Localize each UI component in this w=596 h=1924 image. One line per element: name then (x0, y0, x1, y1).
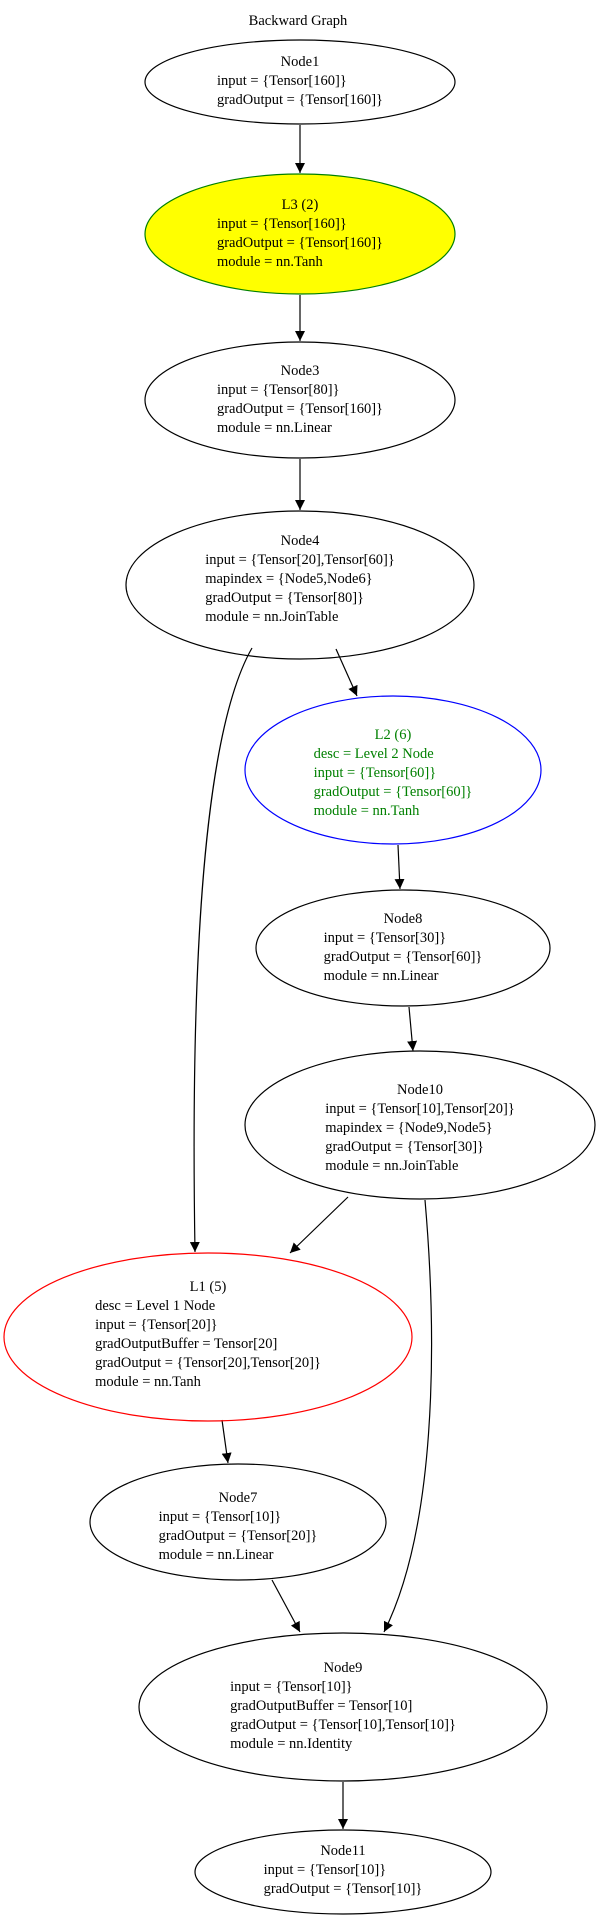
edge-node7-to-node9 (271, 1579, 301, 1633)
node-attribute-line: gradOutput = {Tensor[80]} (205, 590, 364, 606)
node-title: Node3 (281, 363, 320, 379)
node-attribute-line: gradOutputBuffer = Tensor[20] (95, 1336, 277, 1352)
graph-node-node10: Node10 input = {Tensor[10],Tensor[20]} map… (244, 1050, 596, 1200)
graph-node-node1: Node1 input = {Tensor[160]} gradOutput = {… (144, 39, 456, 125)
node-attribute-line: input = {Tensor[60]} (314, 765, 437, 781)
edge-l2-to-node8 (394, 844, 405, 890)
node-attribute-line: gradOutput = {Tensor[160]} (217, 92, 383, 108)
node-title: Node10 (397, 1082, 443, 1098)
node-attribute-line: gradOutput = {Tensor[10],Tensor[10]} (230, 1717, 456, 1733)
node-title: L3 (2) (282, 197, 319, 213)
node-shape-l3 (144, 173, 456, 295)
node-title: Node8 (384, 911, 423, 927)
node-attribute-line: gradOutput = {Tensor[20]} (159, 1528, 318, 1544)
node-title: L2 (6) (375, 727, 412, 743)
graph-node-node4: Node4 input = {Tensor[20],Tensor[60]} mapi… (125, 510, 475, 660)
node-attribute-line: input = {Tensor[30]} (324, 930, 447, 946)
node-attribute-line: gradOutput = {Tensor[60]} (314, 784, 473, 800)
node-attribute-line: input = {Tensor[10],Tensor[20]} (325, 1101, 515, 1117)
node-attribute-line: input = {Tensor[160]} (217, 216, 347, 232)
node-shape-node1 (144, 39, 456, 125)
node-title: Node1 (281, 54, 320, 70)
graph-node-node7: Node7 input = {Tensor[10]} gradOutput = {T… (89, 1463, 387, 1581)
graph-node-node9: Node9 input = {Tensor[10]} gradOutputBuffe… (138, 1632, 548, 1782)
edge-node10-to-l1 (289, 1196, 349, 1254)
graph-node-l1: L1 (5) desc = Level 1 Node input = {Tensor… (3, 1252, 413, 1422)
node-title: Node11 (320, 1843, 365, 1859)
node-attribute-line: mapindex = {Node5,Node6} (205, 571, 372, 587)
graph-node-l2: L2 (6) desc = Level 2 Node input = {Tensor… (244, 695, 542, 845)
node-attribute-line: input = {Tensor[160]} (217, 73, 347, 89)
node-attribute-line: module = nn.Linear (217, 420, 332, 436)
node-attribute-line: gradOutput = {Tensor[60]} (324, 949, 483, 965)
node-attribute-line: desc = Level 1 Node (95, 1298, 215, 1314)
node-shape-node11 (194, 1829, 492, 1915)
graph-title: Backward Graph (249, 13, 348, 29)
node-attribute-line: input = {Tensor[10]} (159, 1509, 282, 1525)
node-attribute-line: module = nn.Linear (159, 1547, 274, 1563)
node-attribute-line: module = nn.Tanh (217, 254, 324, 270)
node-title: Node9 (324, 1660, 363, 1676)
node-attribute-line: input = {Tensor[10]} (264, 1862, 387, 1878)
nodes: Node1 input = {Tensor[160]} gradOutput = {… (3, 39, 596, 1915)
node-shape-node9 (138, 1632, 548, 1782)
node-attribute-line: input = {Tensor[20]} (95, 1317, 218, 1333)
graph-node-l3: L3 (2) input = {Tensor[160]} gradOutput = … (144, 173, 456, 295)
node-shape-l2 (244, 695, 542, 845)
graph-node-node11: Node11 input = {Tensor[10]} gradOutput = {… (194, 1829, 492, 1915)
node-attribute-line: gradOutput = {Tensor[160]} (217, 401, 383, 417)
node-title: Node4 (281, 533, 320, 549)
node-attribute-line: input = {Tensor[10]} (230, 1679, 353, 1695)
node-title: L1 (5) (190, 1279, 227, 1295)
graph-node-node8: Node8 input = {Tensor[30]} gradOutput = {T… (255, 889, 551, 1007)
graph-node-node3: Node3 input = {Tensor[80]} gradOutput = {T… (144, 341, 456, 459)
node-attribute-line: module = nn.Tanh (314, 803, 421, 819)
node-attribute-line: module = nn.JoinTable (205, 609, 338, 625)
node-shape-node7 (89, 1463, 387, 1581)
node-attribute-line: module = nn.Identity (230, 1736, 353, 1752)
node-title: Node7 (219, 1490, 258, 1506)
node-attribute-line: module = nn.Tanh (95, 1374, 202, 1390)
edge-l1-to-node7 (221, 1419, 232, 1464)
node-shape-l1 (3, 1252, 413, 1422)
node-attribute-line: input = {Tensor[80]} (217, 382, 340, 398)
node-attribute-line: gradOutput = {Tensor[30]} (325, 1139, 484, 1155)
node-attribute-line: gradOutputBuffer = Tensor[10] (230, 1698, 412, 1714)
node-shape-node10 (244, 1050, 596, 1200)
edge-node8-to-node10 (407, 1006, 418, 1052)
node-attribute-line: desc = Level 2 Node (314, 746, 434, 762)
node-attribute-line: module = nn.JoinTable (325, 1158, 458, 1174)
node-attribute-line: module = nn.Linear (324, 968, 439, 984)
node-shape-node4 (125, 510, 475, 660)
edges (189, 125, 433, 1829)
node-shape-node8 (255, 889, 551, 1007)
edge-node4-to-l1 (189, 647, 253, 1253)
node-attribute-line: gradOutput = {Tensor[20],Tensor[20]} (95, 1355, 321, 1371)
node-shape-node3 (144, 341, 456, 459)
node-attribute-line: mapindex = {Node9,Node5} (325, 1120, 492, 1136)
node-attribute-line: gradOutput = {Tensor[10]} (264, 1881, 423, 1897)
edge-node10-to-node9 (383, 1199, 433, 1633)
node-attribute-line: gradOutput = {Tensor[160]} (217, 235, 383, 251)
node-attribute-line: input = {Tensor[20],Tensor[60]} (205, 552, 395, 568)
